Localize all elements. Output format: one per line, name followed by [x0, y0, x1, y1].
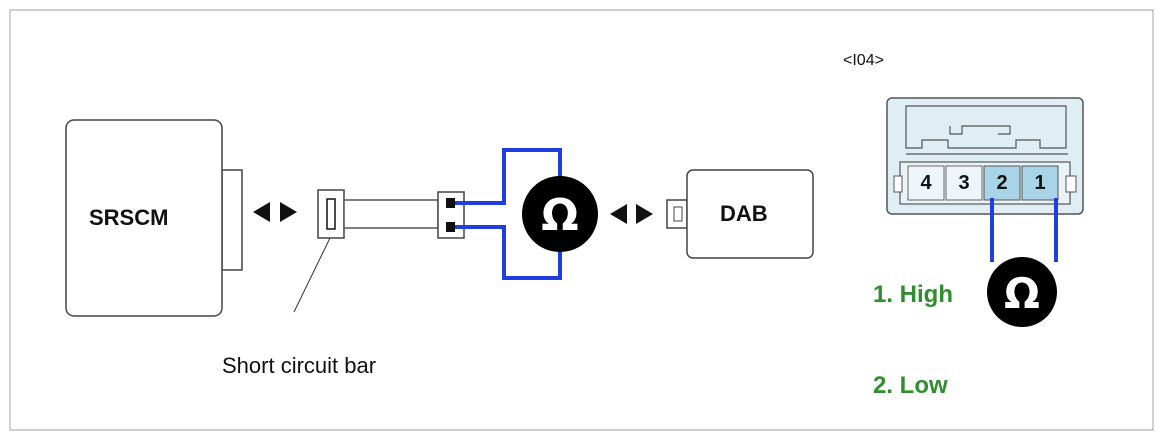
connector-face: [886, 97, 1084, 215]
measurement-low: 2. Low: [873, 372, 948, 399]
short-bar-leader-line: [293, 237, 331, 313]
dab-box: [686, 169, 814, 259]
short-bar-caption: Short circuit bar: [222, 353, 377, 378]
pin-1-label: 1: [1034, 172, 1046, 194]
srscm-connector-tab: [221, 169, 243, 271]
pin-4-cell: [907, 165, 945, 201]
terminal-lower: [446, 222, 455, 232]
connector-latch: [905, 105, 1067, 149]
terminal-upper: [446, 198, 455, 208]
ohm-symbol-connector: Ω: [1004, 269, 1040, 318]
connector-id: <I04>: [843, 52, 884, 69]
connection-arrow-right: [610, 204, 653, 224]
ohm-symbol: Ω: [541, 190, 578, 241]
pin-2-cell: [983, 165, 1021, 201]
srscm-box: [65, 119, 223, 317]
pin-2-label: 2: [996, 172, 1008, 194]
dab-label: DAB: [720, 201, 768, 226]
connection-arrow-left: [253, 202, 297, 222]
pin-1-cell: [1021, 165, 1059, 201]
short-circuit-bar: [293, 189, 465, 313]
pin-3-label: 3: [958, 172, 970, 194]
srscm-module: [65, 119, 243, 317]
ohmmeter-icon: Ω: [522, 176, 598, 252]
ohmmeter-connector-icon: Ω: [987, 257, 1057, 327]
probe-wires-main: [455, 148, 562, 280]
short-bar-link: [326, 198, 336, 230]
probe-wires-connector: [990, 198, 1058, 262]
short-bar-harness: [343, 199, 439, 229]
pin-4-label: 4: [920, 172, 932, 194]
dab-module: [666, 169, 814, 259]
measurement-high: 1. High: [873, 281, 954, 308]
srscm-label: SRSCM: [89, 205, 169, 230]
pin-3-cell: [945, 165, 983, 201]
